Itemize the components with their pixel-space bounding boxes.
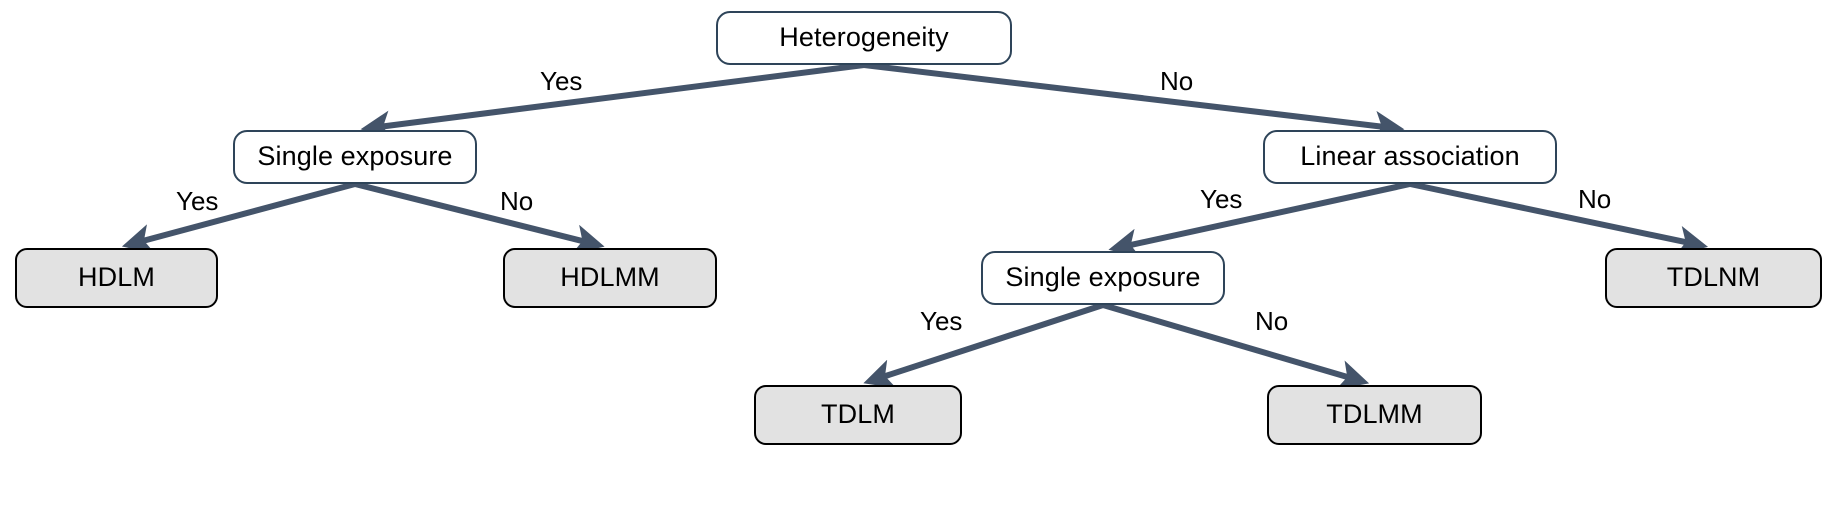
node-tdlmm[interactable]: TDLMM — [1267, 385, 1482, 445]
node-label: TDLMM — [1326, 399, 1423, 430]
node-tdlnm[interactable]: TDLNM — [1605, 248, 1822, 308]
edge-label-heterogeneity-no: No — [1160, 68, 1193, 94]
node-single-exposure-middle[interactable]: Single exposure — [981, 251, 1225, 305]
edge-label-text: Yes — [920, 306, 963, 336]
edge-sel-yes — [121, 181, 356, 254]
node-linear-association[interactable]: Linear association — [1263, 130, 1557, 184]
edge-label-text: No — [1255, 306, 1289, 336]
node-label: HDLM — [78, 262, 155, 293]
node-single-exposure-left[interactable]: Single exposure — [233, 130, 477, 184]
edge-het-yes — [360, 62, 865, 141]
node-label: Heterogeneity — [779, 22, 949, 53]
edge-label-text: No — [1578, 184, 1612, 214]
node-hdlm[interactable]: HDLM — [15, 248, 218, 308]
edge-label-linear-association-yes: Yes — [1200, 186, 1242, 212]
edge-label-text: No — [500, 186, 534, 216]
edge-label-linear-association-no: No — [1578, 186, 1611, 212]
edge-label-single-exposure-middle-yes: Yes — [920, 308, 962, 334]
edge-het-no — [863, 62, 1405, 141]
edge-sel-no — [354, 181, 605, 254]
edge-la-yes — [1108, 181, 1411, 259]
edge-label-text: Yes — [176, 186, 219, 216]
edge-label-single-exposure-left-no: No — [500, 188, 533, 214]
edge-label-single-exposure-middle-no: No — [1255, 308, 1288, 334]
node-label: HDLMM — [560, 262, 660, 293]
node-label: TDLNM — [1666, 262, 1761, 293]
node-hdlmm[interactable]: HDLMM — [503, 248, 717, 308]
edge-label-text: No — [1160, 66, 1194, 96]
node-label: Single exposure — [1005, 262, 1201, 293]
node-label: Linear association — [1300, 141, 1520, 172]
edge-label-heterogeneity-yes: Yes — [540, 68, 582, 94]
edge-label-text: Yes — [1200, 184, 1243, 214]
edge-label-text: Yes — [540, 66, 583, 96]
edge-label-single-exposure-left-yes: Yes — [176, 188, 218, 214]
edge-la-no — [1409, 181, 1709, 256]
edge-sem-no — [1102, 302, 1370, 390]
node-label: TDLM — [821, 399, 895, 430]
node-label: Single exposure — [257, 141, 453, 172]
node-heterogeneity[interactable]: Heterogeneity — [716, 11, 1012, 65]
edge-sem-yes — [863, 302, 1104, 389]
node-tdlm[interactable]: TDLM — [754, 385, 962, 445]
